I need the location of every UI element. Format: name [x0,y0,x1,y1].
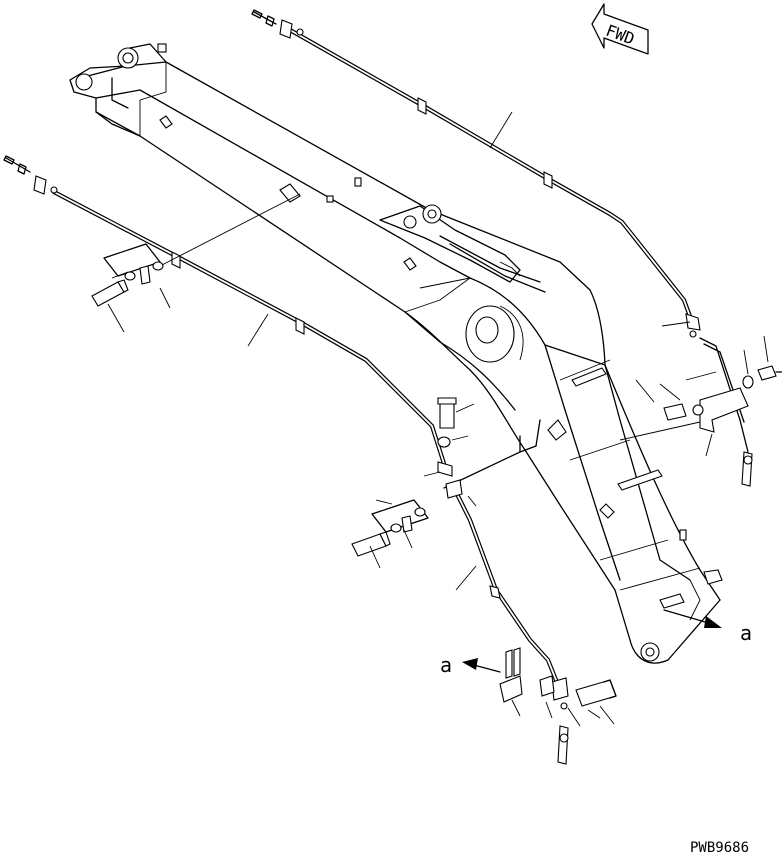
upper-right-hardware [619,321,782,487]
lower-pipe-assembly [445,479,569,765]
boom-assembly [69,43,723,664]
left-pipe-assembly [3,155,453,477]
reference-a-left: a [440,653,501,677]
reference-label-left: a [440,653,452,677]
drawing-number: PWB9686 [690,840,749,856]
reference-a-right: a [663,609,752,645]
lower-left-hardware [351,499,429,569]
upper-pipe-assembly [251,9,701,338]
fwd-direction-marker: FWD [591,3,649,55]
arrow-icon [663,609,713,625]
fwd-label: FWD [603,21,637,49]
bottom-hardware [499,647,617,727]
reference-label-right: a [740,621,752,645]
center-hardware [423,397,541,489]
left-hardware [91,243,171,333]
fwd-arrow-icon [591,3,649,55]
